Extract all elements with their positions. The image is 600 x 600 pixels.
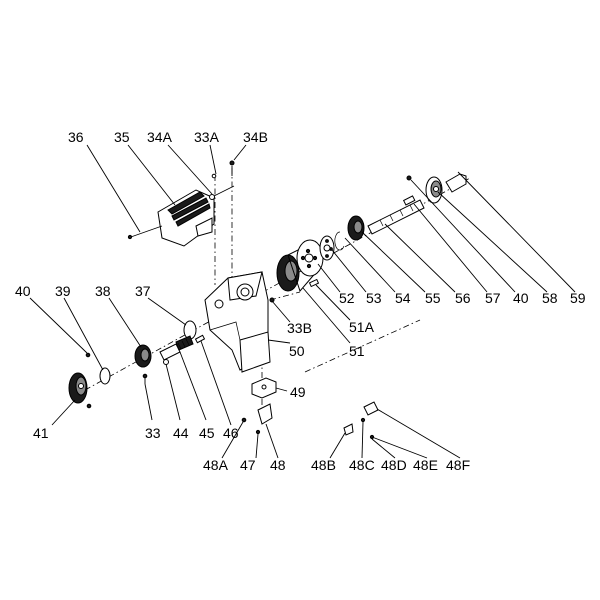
part-pulley-58 bbox=[425, 176, 443, 204]
part-bearing-54 bbox=[347, 215, 365, 241]
callout-48B: 48B bbox=[311, 457, 336, 473]
callout-55: 55 bbox=[425, 290, 441, 306]
callout-33A: 33A bbox=[194, 129, 220, 145]
part-screw-33B bbox=[269, 297, 275, 303]
part-gear-44-45-46 bbox=[159, 334, 206, 365]
callout-48C: 48C bbox=[349, 457, 375, 473]
callout-33: 33 bbox=[145, 425, 161, 441]
part-screw-33A-34B bbox=[229, 160, 235, 176]
part-wire-36 bbox=[127, 225, 163, 240]
part-screw-33 bbox=[142, 373, 148, 384]
callout-48A: 48A bbox=[203, 457, 229, 473]
callout-57: 57 bbox=[485, 290, 501, 306]
part-ring-39 bbox=[99, 367, 111, 385]
callout-59: 59 bbox=[570, 290, 586, 306]
part-screw-40-left bbox=[85, 352, 92, 409]
part-pin-34A bbox=[209, 173, 235, 200]
callout-48: 48 bbox=[270, 457, 286, 473]
callout-47: 47 bbox=[240, 457, 256, 473]
part-screws-47-48A bbox=[241, 417, 261, 435]
part-bearing-cap-41 bbox=[68, 372, 88, 404]
part-shaft-55-56-57 bbox=[367, 195, 425, 235]
callout-41: 41 bbox=[33, 425, 49, 441]
part-clip-48B-48C bbox=[343, 417, 375, 440]
callout-39: 39 bbox=[55, 283, 71, 299]
part-key-51A bbox=[308, 278, 320, 288]
callout-46: 46 bbox=[223, 425, 239, 441]
callout-58: 58 bbox=[542, 290, 558, 306]
callout-56: 56 bbox=[455, 290, 471, 306]
callout-44: 44 bbox=[173, 425, 189, 441]
part-flange-52 bbox=[319, 235, 335, 261]
callout-45: 45 bbox=[199, 425, 215, 441]
callout-37: 37 bbox=[135, 283, 151, 299]
callout-36: 36 bbox=[68, 129, 84, 145]
callout-labels: 36 35 34A 33A 34B 40 39 38 37 33B 50 51A… bbox=[15, 129, 586, 473]
callout-51: 51 bbox=[349, 343, 365, 359]
callout-34A: 34A bbox=[147, 129, 173, 145]
callout-48F: 48F bbox=[446, 457, 470, 473]
callout-49: 49 bbox=[290, 384, 306, 400]
callout-33B: 33B bbox=[287, 320, 312, 336]
part-guard-cover-35 bbox=[157, 189, 215, 247]
callout-50: 50 bbox=[289, 343, 305, 359]
leader-lines bbox=[29, 144, 576, 459]
callout-48D: 48D bbox=[381, 457, 407, 473]
part-housing-50 bbox=[204, 271, 271, 373]
callout-48E: 48E bbox=[413, 457, 438, 473]
part-pulley-51 bbox=[276, 239, 324, 292]
part-bearing-38 bbox=[134, 344, 152, 368]
part-bracket-48 bbox=[257, 403, 273, 425]
callout-35: 35 bbox=[114, 129, 130, 145]
part-bracket-49 bbox=[251, 377, 277, 399]
callout-53: 53 bbox=[366, 290, 382, 306]
part-clip-48F bbox=[363, 401, 379, 416]
callout-51A: 51A bbox=[349, 319, 375, 335]
callout-38: 38 bbox=[95, 283, 111, 299]
callout-34B: 34B bbox=[243, 129, 268, 145]
part-snap-ring-53 bbox=[334, 231, 345, 251]
part-washer-40 bbox=[406, 175, 412, 181]
callout-40-right: 40 bbox=[513, 290, 529, 306]
callout-54: 54 bbox=[395, 290, 411, 306]
callout-52: 52 bbox=[339, 290, 355, 306]
callout-40-left: 40 bbox=[15, 283, 31, 299]
